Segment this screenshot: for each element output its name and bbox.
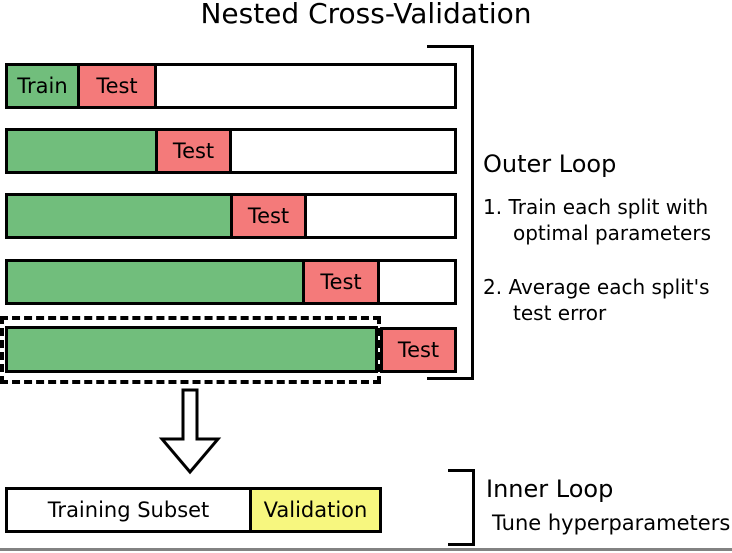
split-bar xyxy=(5,326,378,373)
segment-test: Test xyxy=(233,196,307,236)
inner-loop-heading: Inner Loop xyxy=(486,475,614,503)
segment-train xyxy=(8,329,375,370)
outer-loop-heading: Outer Loop xyxy=(483,150,617,178)
outer-loop-step2-line1: 2. Average each split's xyxy=(483,275,710,299)
segment-validation: Validation xyxy=(252,490,379,530)
selected-split-outline xyxy=(0,316,381,384)
segment-train xyxy=(8,131,158,171)
segment-unused xyxy=(232,131,454,171)
diagram-title: Nested Cross-Validation xyxy=(200,0,532,30)
segment-test: Test xyxy=(158,131,232,171)
inner-bracket-vertical xyxy=(472,469,475,546)
outer-loop-step1-line1: 1. Train each split with xyxy=(483,195,709,219)
down-arrow-icon xyxy=(158,388,222,475)
segment-test: Test xyxy=(383,330,454,370)
segment-unused xyxy=(157,66,454,106)
segment-train: Train xyxy=(8,66,80,106)
outer-loop-step2-line2: test error xyxy=(513,301,607,325)
split-bar: Test xyxy=(5,193,457,239)
segment-unused xyxy=(380,262,454,302)
inner-loop-subtext: Tune hyperparameters xyxy=(492,511,731,535)
segment-train xyxy=(8,262,305,302)
outer-bracket-top xyxy=(427,45,474,48)
inner-bracket-top xyxy=(448,469,475,472)
split-bar: Test xyxy=(380,327,457,373)
inner-bracket-bottom xyxy=(448,543,475,546)
segment-subset: Training Subset xyxy=(8,490,252,530)
segment-unused xyxy=(307,196,454,236)
split-bar: Test xyxy=(5,259,457,305)
outer-loop-step1-line2: optimal parameters xyxy=(513,221,711,245)
split-bar: Test xyxy=(5,128,457,174)
segment-test: Test xyxy=(305,262,380,302)
bottom-divider-line xyxy=(0,548,732,551)
segment-test: Test xyxy=(80,66,157,106)
outer-bracket-vertical xyxy=(471,45,474,380)
outer-bracket-bottom xyxy=(427,377,474,380)
segment-train xyxy=(8,196,233,236)
